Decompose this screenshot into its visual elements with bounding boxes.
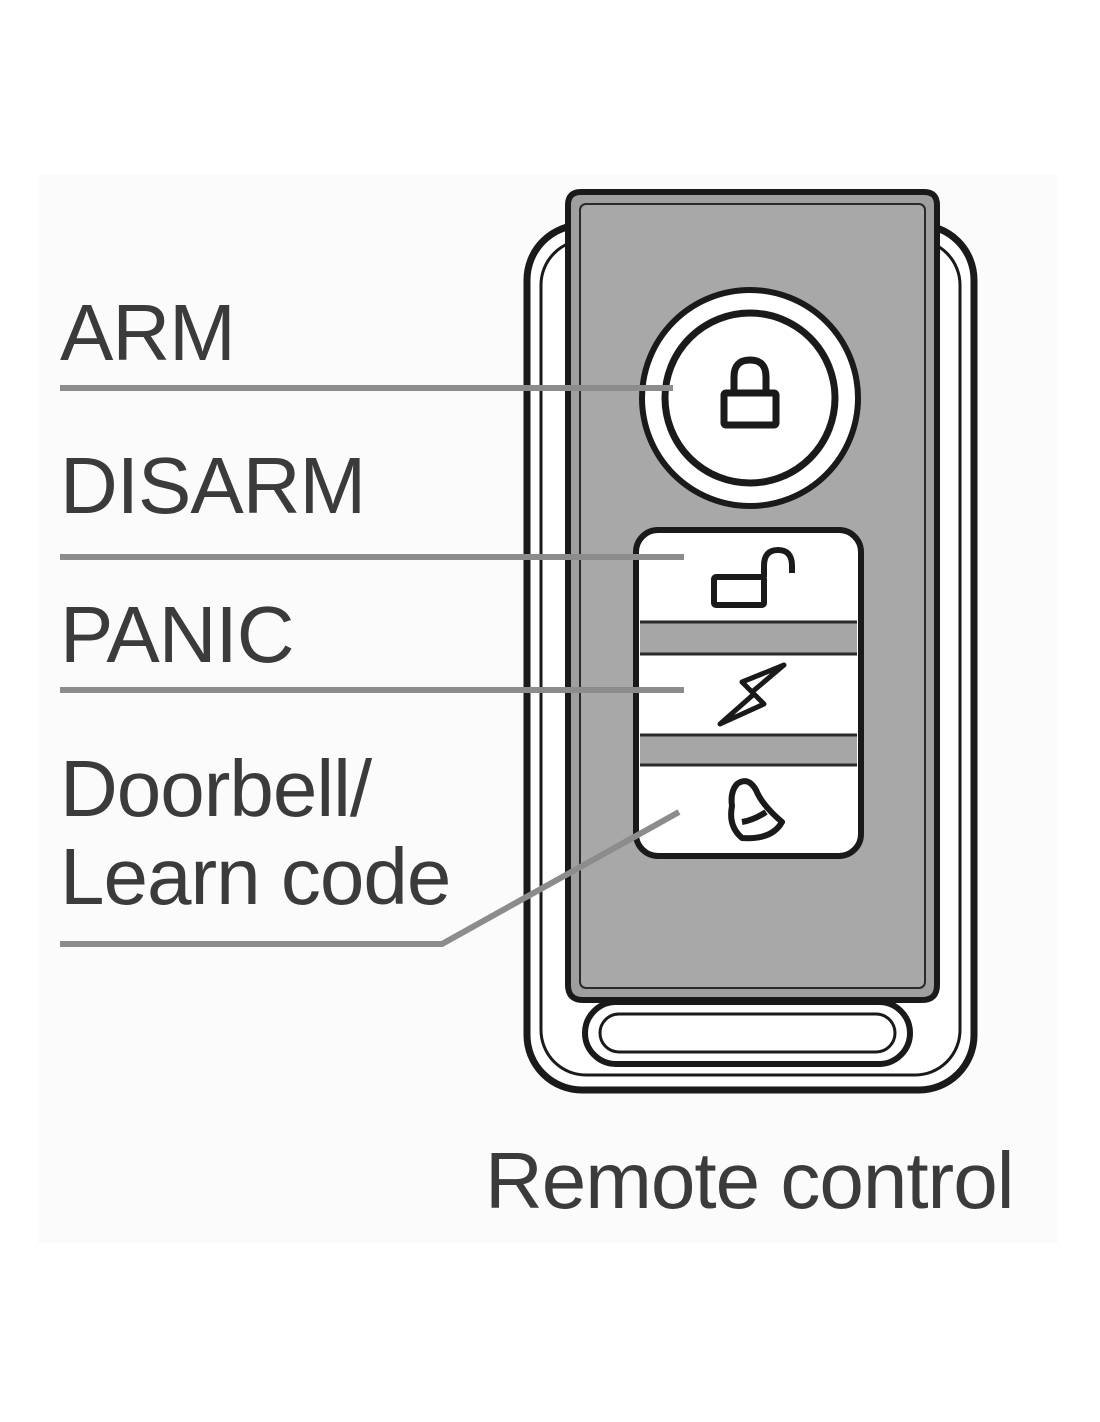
- lightning-icon: [717, 662, 787, 727]
- panic-button[interactable]: [648, 658, 848, 732]
- lock-icon: [720, 356, 780, 429]
- button-block: [633, 527, 864, 859]
- unlock-icon: [711, 546, 795, 608]
- figure-caption: Remote control: [485, 1136, 1014, 1225]
- leader-lines: [60, 385, 684, 947]
- panic-label: PANIC: [60, 590, 295, 679]
- key-ring-slot: [582, 999, 913, 1067]
- bell-icon: [728, 778, 785, 842]
- doorbell-label-line1: Doorbell/: [60, 744, 372, 833]
- doorbell-button[interactable]: [648, 769, 848, 847]
- arm-label: ARM: [60, 288, 236, 377]
- disarm-label: DISARM: [60, 441, 366, 530]
- doorbell-leader-line: [60, 809, 681, 947]
- disarm-button[interactable]: [648, 540, 848, 618]
- doorbell-learn-code-label: Doorbell/ Learn code: [60, 744, 451, 921]
- doorbell-label-line2: Learn code: [60, 832, 451, 921]
- arm-button[interactable]: [639, 287, 861, 509]
